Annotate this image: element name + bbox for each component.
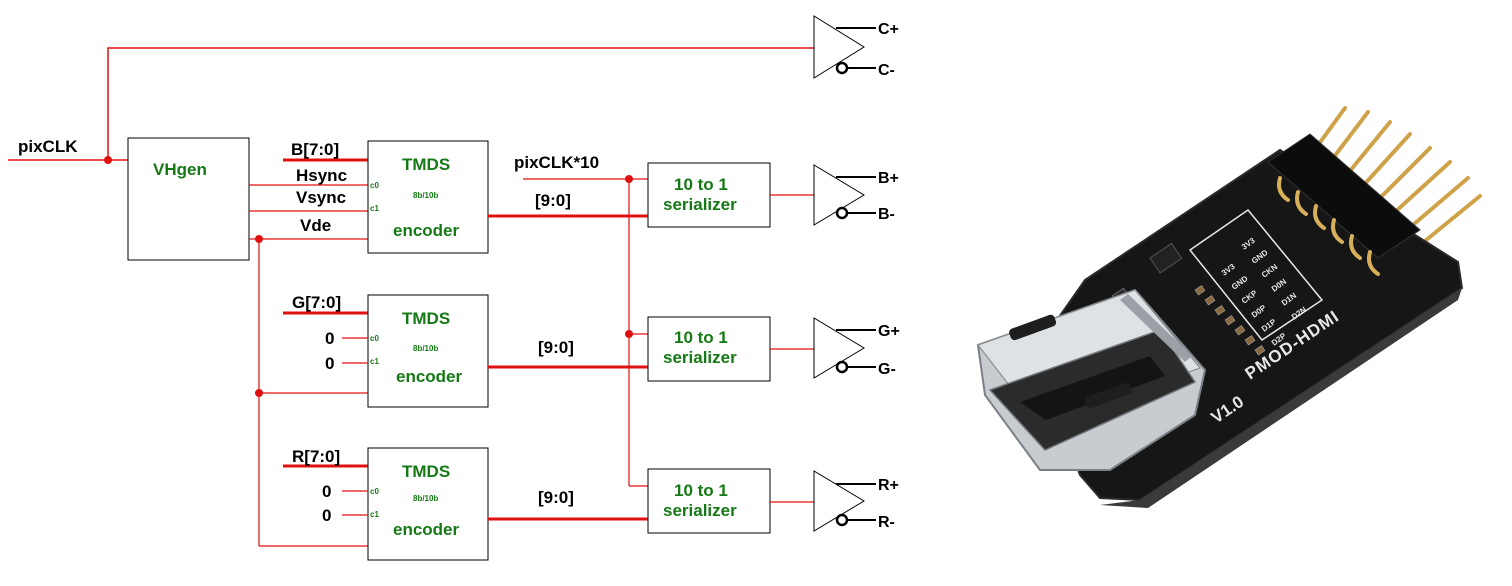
g-serializer-block bbox=[647, 316, 771, 382]
vde-junction-top bbox=[255, 235, 263, 243]
c-neg-label: C- bbox=[878, 62, 895, 79]
pin-header bbox=[1267, 133, 1421, 259]
b-encoder-subtitle: 8b/10b bbox=[413, 191, 438, 200]
c-neg-bubble bbox=[835, 61, 849, 75]
hdmi-latch-2 bbox=[1085, 382, 1133, 409]
channel-blue: B[7:0] TMDS 8b/10b encoder c0 c1 [9:0] 1… bbox=[283, 140, 899, 254]
vhgen-block bbox=[127, 137, 250, 261]
g-c1-pin: c1 bbox=[370, 357, 379, 366]
g-c0-pin: c0 bbox=[370, 334, 379, 343]
hdmi-contacts bbox=[1120, 294, 1192, 362]
b-input-label: B[7:0] bbox=[291, 140, 339, 159]
g-neg-label: G- bbox=[878, 361, 896, 378]
hsync-label: Hsync bbox=[296, 166, 347, 185]
g-neg-bubble bbox=[835, 360, 849, 374]
c-pos-label: C+ bbox=[878, 21, 899, 38]
g-c0-value: 0 bbox=[325, 329, 334, 348]
r-c1-value: 0 bbox=[322, 506, 331, 525]
ic-chip bbox=[1149, 242, 1183, 274]
c-buffer-triangle bbox=[813, 15, 865, 79]
b-encoder-footer: encoder bbox=[393, 221, 460, 240]
clock-wire bbox=[107, 47, 826, 160]
b-c1-pin: c1 bbox=[370, 204, 379, 213]
b-serializer-block bbox=[647, 162, 771, 228]
r-c0-value: 0 bbox=[322, 482, 331, 501]
b-encoder-block bbox=[367, 140, 489, 254]
pmod-hdmi-board-photo: 3V3 GND CKP D0P D1P D2P 3V3 GND CKN D0N … bbox=[976, 106, 1482, 508]
g-encoder-title: TMDS bbox=[402, 309, 450, 328]
b-bus-label: [9:0] bbox=[535, 191, 571, 210]
channel-green: G[7:0] TMDS 8b/10b encoder c0 c1 0 0 [9:… bbox=[283, 293, 900, 408]
r-serializer-block bbox=[647, 468, 771, 534]
vhgen-label: VHgen bbox=[153, 160, 207, 179]
tmds-schematic: pixCLK VHgen C+ C- Hsync Vsync Vde bbox=[8, 15, 900, 561]
r-input-label: R[7:0] bbox=[292, 447, 340, 466]
g-input-label: G[7:0] bbox=[292, 293, 341, 312]
g-encoder-subtitle: 8b/10b bbox=[413, 344, 438, 353]
g-bus-label: [9:0] bbox=[538, 338, 574, 357]
smd-resistors bbox=[1194, 285, 1266, 356]
r-serializer-line1: 10 to 1 bbox=[674, 481, 728, 500]
r-encoder-block bbox=[367, 447, 489, 561]
r-neg-label: R- bbox=[878, 514, 895, 531]
pixclk-label: pixCLK bbox=[18, 137, 78, 156]
b-neg-label: B- bbox=[878, 206, 895, 223]
hdmi-connector bbox=[976, 288, 1207, 471]
clock-output-buffer: C+ C- bbox=[813, 15, 899, 79]
g-encoder-block bbox=[367, 294, 489, 408]
pixclk10-label: pixCLK*10 bbox=[514, 153, 599, 172]
r-c1-pin: c1 bbox=[370, 510, 379, 519]
header-bent-pins bbox=[1277, 176, 1380, 276]
b-encoder-title: TMDS bbox=[402, 155, 450, 174]
vde-label: Vde bbox=[300, 216, 331, 235]
hdmi-latch-1 bbox=[1009, 314, 1057, 341]
g-encoder-footer: encoder bbox=[396, 367, 463, 386]
vsync-label: Vsync bbox=[296, 188, 346, 207]
r-neg-bubble bbox=[835, 513, 849, 527]
hdmi-tongue bbox=[1020, 356, 1165, 420]
b-c0-pin: c0 bbox=[370, 181, 379, 190]
g-serializer-line2: serializer bbox=[663, 348, 737, 367]
r-c0-pin: c0 bbox=[370, 487, 379, 496]
g-pos-label: G+ bbox=[878, 323, 900, 340]
r-encoder-footer: encoder bbox=[393, 520, 460, 539]
pixclk10-junction-top bbox=[625, 175, 633, 183]
channel-red: R[7:0] TMDS 8b/10b encoder c0 c1 0 0 [9:… bbox=[283, 447, 899, 561]
r-serializer-line2: serializer bbox=[663, 501, 737, 520]
b-serializer-line1: 10 to 1 bbox=[674, 175, 728, 194]
r-encoder-subtitle: 8b/10b bbox=[413, 494, 438, 503]
g-serializer-line1: 10 to 1 bbox=[674, 328, 728, 347]
r-pos-label: R+ bbox=[878, 477, 899, 494]
silkscreen-frame bbox=[1188, 208, 1324, 342]
b-serializer-line2: serializer bbox=[663, 195, 737, 214]
r-encoder-title: TMDS bbox=[402, 462, 450, 481]
r-bus-label: [9:0] bbox=[538, 488, 574, 507]
b-pos-label: B+ bbox=[878, 170, 899, 187]
b-neg-bubble bbox=[835, 206, 849, 220]
g-c1-value: 0 bbox=[325, 354, 334, 373]
